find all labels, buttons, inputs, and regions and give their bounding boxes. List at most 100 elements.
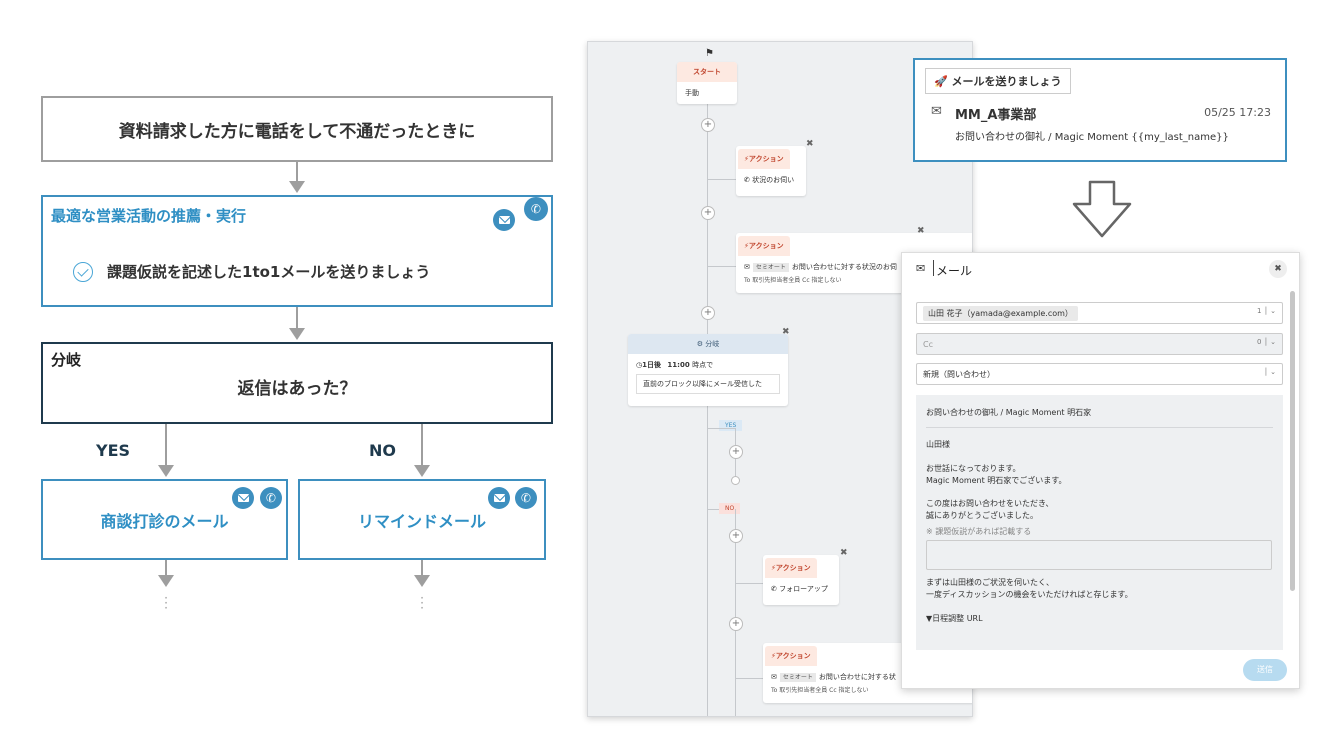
start-node-label: スタート [677,62,737,82]
close-icon[interactable]: ✖ [806,139,814,149]
action-node-label: お問い合わせに対する状況のお伺 [791,263,897,271]
branch-box: 分岐 返信はあった？ [41,342,553,424]
template-value: 新規（問い合わせ） [923,369,995,379]
mail-dialog: ✉ メール ✖ 山田 花子（yamada@example.com） 1 │ ⌄ … [901,252,1300,689]
arrow-down-icon [414,465,430,477]
rocket-icon: 🚀 [934,75,948,88]
yes-tag: YES [719,420,743,431]
template-select[interactable]: 新規（問い合わせ） │ ⌄ [916,363,1283,385]
cc-field[interactable]: Cc 0 │ ⌄ [916,333,1283,355]
mail-subject: お問い合わせの御礼 / Magic Moment 明石家 [926,408,1092,417]
start-node[interactable]: スタート 手動 [677,62,737,104]
mail-body-line: 一度ディスカッションの機会をいただければと存じます。 [926,590,1133,599]
connector-line [421,560,423,576]
start-node-value: 手動 [685,89,699,97]
mail-send-icon: ✉ [931,104,942,119]
close-button[interactable]: ✖ [1269,260,1287,278]
no-label: NO [369,441,396,460]
connector-line [165,424,167,466]
arrow-down-icon [289,181,305,193]
chevron-down-icon: │ ⌄ [1263,368,1276,376]
schedule-url-toggle[interactable]: ▼日程調整 URL [926,614,983,623]
action-node[interactable]: ⚡アクション ✆ 状況のお伺い [736,146,806,196]
notification-header: 🚀 メールを送りましょう [925,68,1071,94]
branch-node[interactable]: ⚙ 分岐 ◷1日後 11:00 時点で 直前のブロック以降にメール受信した [628,334,788,406]
mail-body-line: 誠にありがとうございました。 [926,511,1038,520]
mail-icon[interactable] [488,487,510,509]
check-circle-icon [73,261,93,282]
hypothesis-textarea[interactable] [926,540,1272,570]
scrollbar[interactable] [1290,291,1295,591]
mail-icon: ✉ [744,263,750,271]
action-node[interactable]: ⚡アクション ✆ フォローアップ [763,555,839,605]
action-node-label: 状況のお伺い [752,176,795,184]
mail-dialog-title: メール [936,264,973,278]
mail-icon: ✉ [916,262,926,275]
cc-placeholder: Cc [923,339,933,349]
add-step-button[interactable]: + [701,306,715,320]
mail-body[interactable]: お問い合わせの御礼 / Magic Moment 明石家 山田様 お世話になって… [916,395,1283,650]
add-step-button[interactable]: + [729,445,743,459]
phone-icon[interactable]: ✆ [524,197,548,221]
close-icon[interactable]: ✖ [782,327,790,337]
branch-label: 分岐 [51,351,82,369]
notification-card[interactable]: 🚀 メールを送りましょう ✉ MM_A事業部 05/25 17:23 お問い合わ… [913,58,1287,162]
yes-action-box[interactable]: ✆ 商談打診のメール [41,479,288,560]
mail-greeting: 山田様 [926,440,950,449]
branch-node-label: 分岐 [705,340,720,348]
add-step-button[interactable]: + [729,529,743,543]
add-step-button[interactable]: + [729,617,743,631]
action-node-header: ⚡アクション [765,646,817,666]
notification-time: 05/25 17:23 [1204,106,1271,119]
connector-line [296,307,298,329]
clock-icon: ◷ [636,361,643,369]
close-icon[interactable]: ✖ [917,226,925,236]
branch-hour: 11:00 [667,361,690,369]
notification-header-label: メールを送りましょう [951,75,1062,88]
recommend-box[interactable]: 最適な営業活動の推薦・実行 ✆ 課題仮説を記述した1to1メールを送りましょう [41,195,553,307]
connector-line [165,560,167,576]
notification-sender: MM_A事業部 [955,108,1037,123]
recipient-chip[interactable]: 山田 花子（yamada@example.com） [923,305,1078,321]
arrow-down-icon [414,575,430,587]
phone-icon[interactable]: ✆ [515,487,537,509]
recommend-title: 最適な営業活動の推薦・実行 [51,207,247,225]
branch-day: 1日後 [642,361,661,369]
to-count: 1 [1257,307,1262,315]
big-arrow-down-icon [1072,180,1132,238]
add-step-button[interactable]: + [701,118,715,132]
branch-suffix: 時点で [692,361,714,369]
mail-body-line: この度はお問い合わせをいただき、 [926,499,1054,508]
branch-question: 返信はあった？ [237,379,357,399]
phone-icon: ✆ [771,585,777,593]
send-button[interactable]: 送信 [1243,659,1287,681]
arrow-down-icon [158,465,174,477]
phone-icon: ✆ [744,176,750,184]
no-tag: NO [719,503,741,514]
cc-count: 0 [1257,338,1262,346]
continuation-dots-icon: ··· [164,591,168,615]
yes-label: YES [96,441,131,460]
add-step-button[interactable]: + [701,206,715,220]
flow-title: 資料請求した方に電話をして不通だったときに [118,121,476,142]
to-field[interactable]: 山田 花子（yamada@example.com） 1 │ ⌄ [916,302,1283,324]
mail-icon: ✉ [771,673,777,681]
close-icon[interactable]: ✖ [840,548,848,558]
connector-line [296,162,298,182]
hint-text: ※ 課題仮説があれば記載する [926,527,1032,536]
phone-icon[interactable]: ✆ [260,487,282,509]
recommend-item[interactable]: 課題仮説を記述した1to1メールを送りましょう [73,261,430,282]
flow-title-box: 資料請求した方に電話をして不通だったときに [41,96,553,162]
arrow-down-icon [289,328,305,340]
mail-body-line: まずは山田様のご状況を伺いたく、 [926,578,1054,587]
action-node-header: ⚡アクション [738,236,790,256]
notification-subject: お問い合わせの御礼 / Magic Moment {{my_last_name}… [955,132,1229,143]
mail-icon[interactable] [493,209,515,231]
connector-line [421,424,423,466]
action-recipients: To 取引先担当者全員 Cc 指定しない [744,277,842,284]
semi-auto-badge: セミオート [752,263,789,272]
mail-icon[interactable] [232,487,254,509]
no-action-box[interactable]: ✆ リマインドメール [298,479,546,560]
action-node-header: ⚡アクション [738,149,790,169]
action-node-header: ⚡アクション [765,558,817,578]
